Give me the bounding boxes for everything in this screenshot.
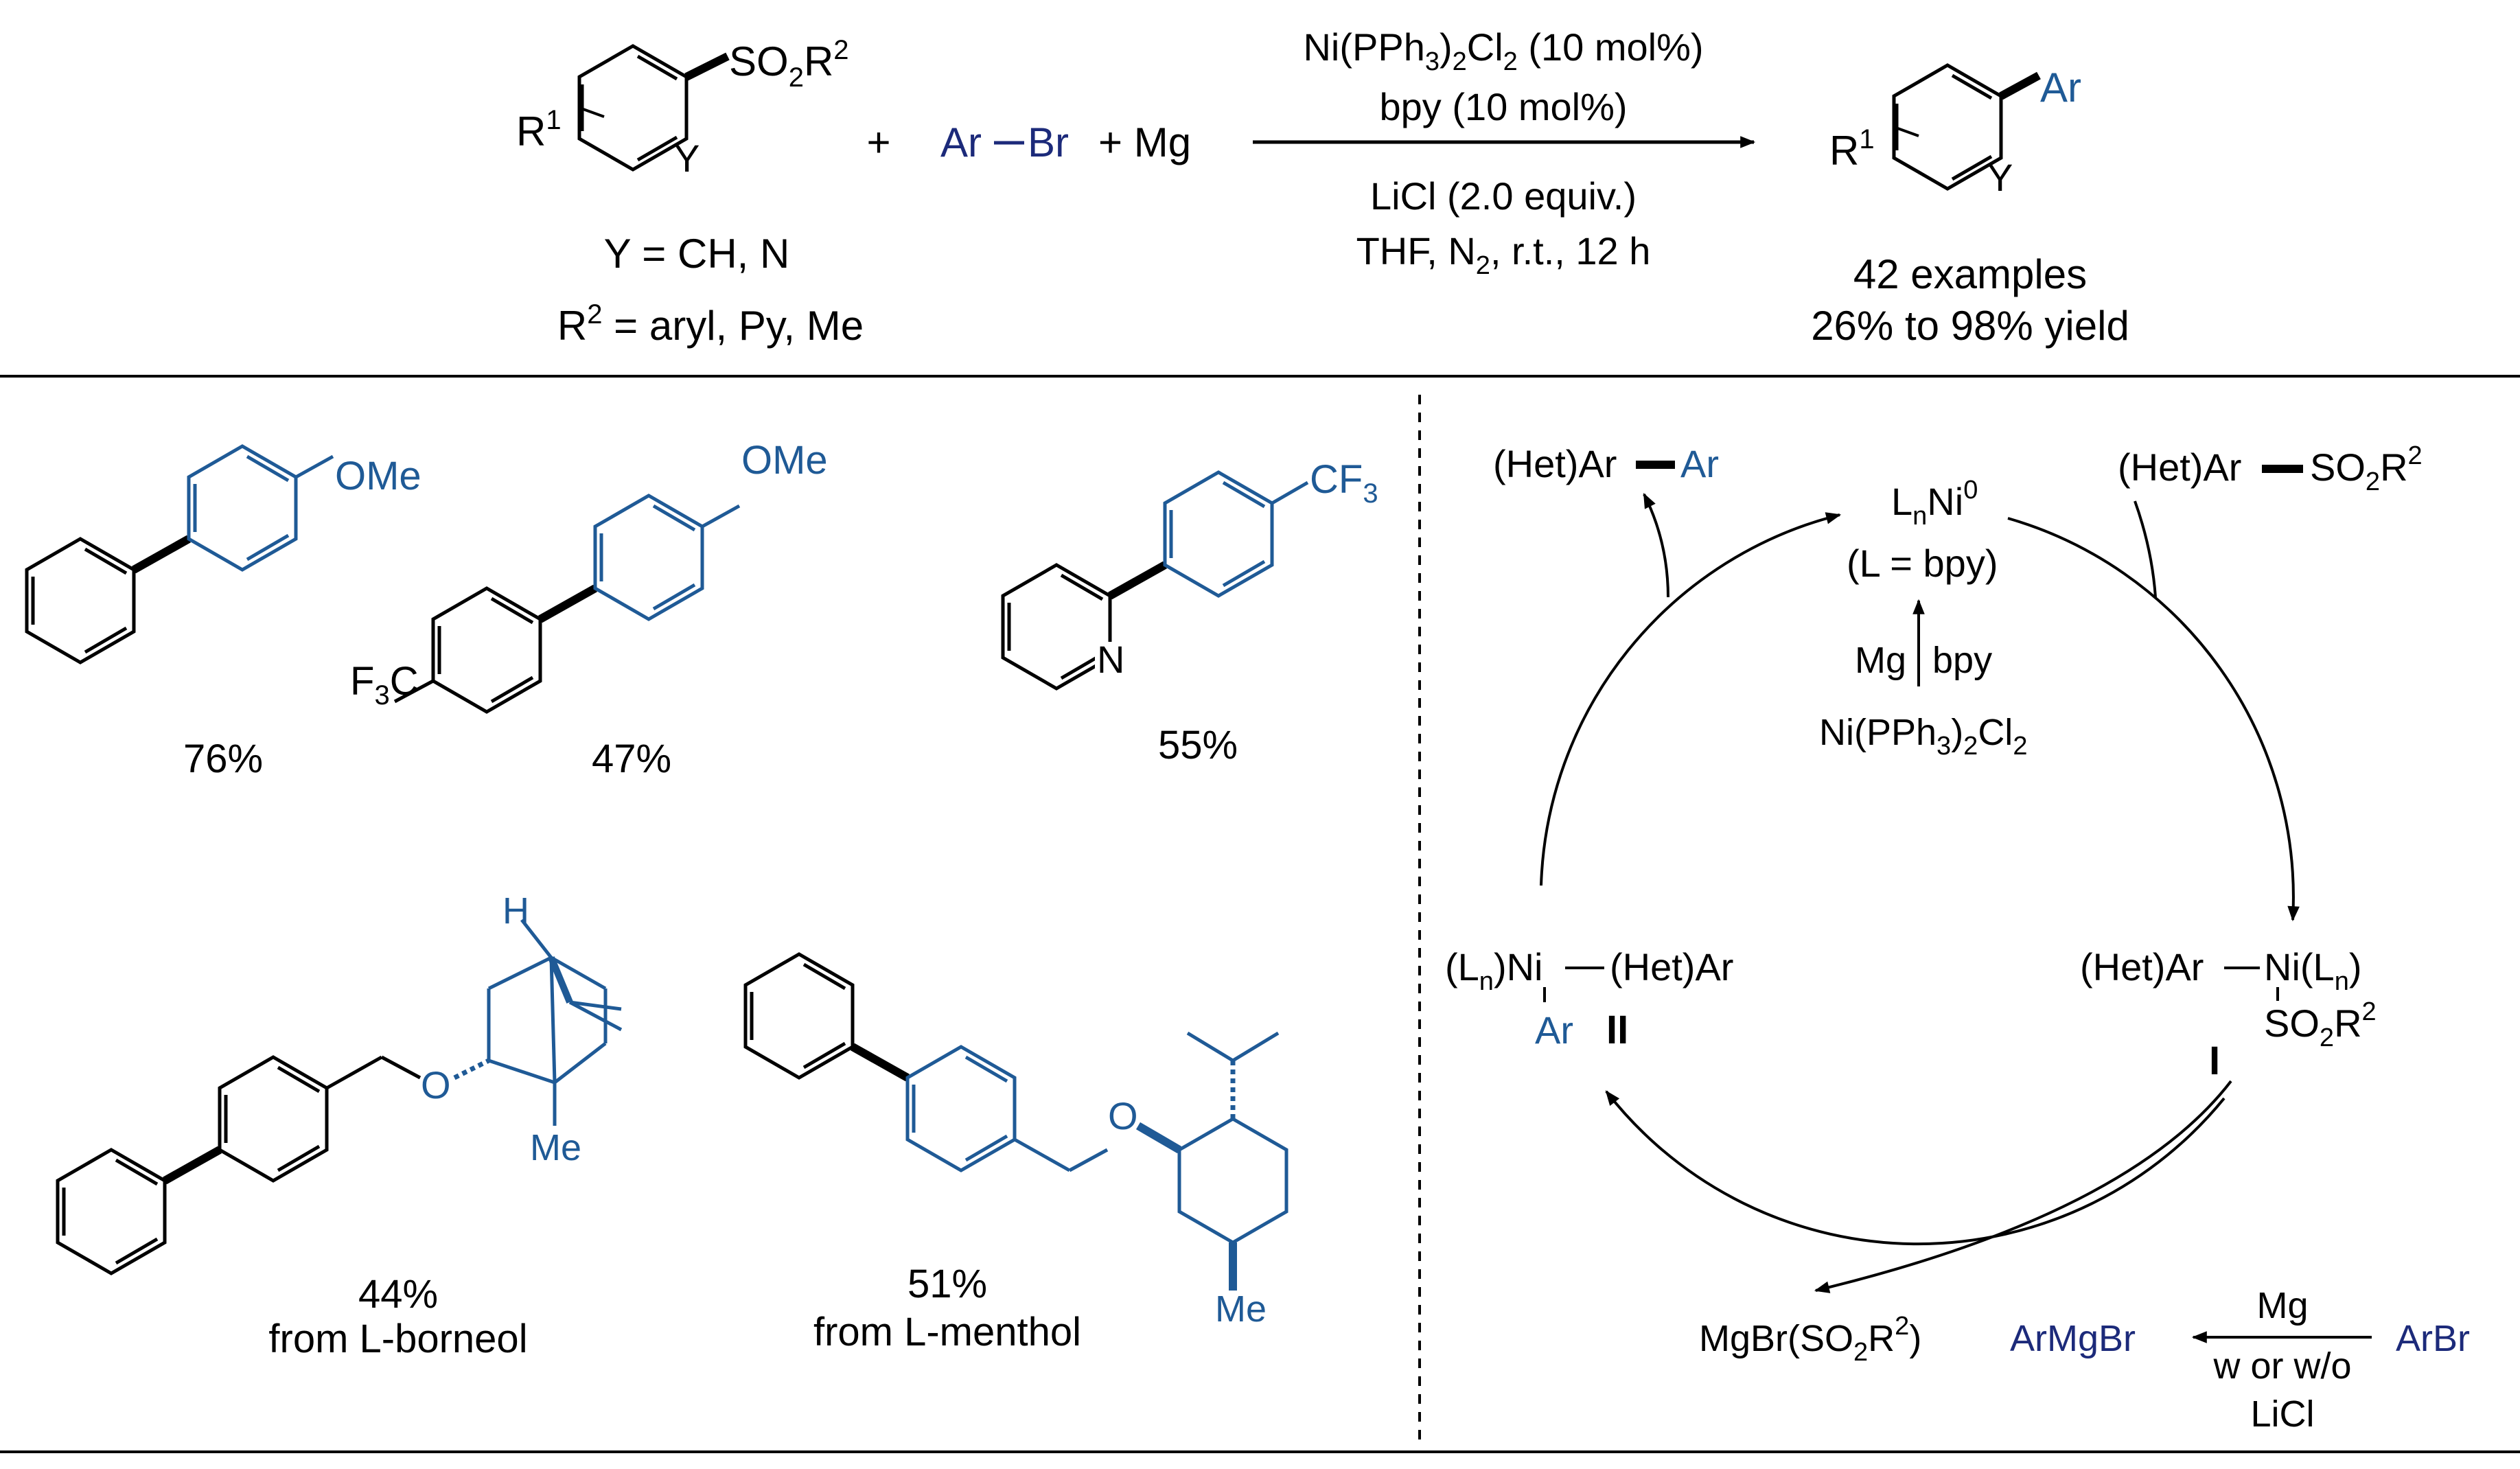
condition-ligand: bpy (10 mol%) bbox=[1379, 85, 1627, 128]
plus-sign: + bbox=[866, 119, 890, 165]
cycle-product-ar: Ar bbox=[1680, 442, 1719, 485]
example-1-yield: 76% bbox=[183, 737, 263, 781]
precatalyst-nicl2: Ni(PPh3)2Cl2 bbox=[1819, 712, 2027, 761]
reactant-r2-definition: R2 = aryl, Py, Me bbox=[557, 299, 864, 349]
yield-range: 26% to 98% yield bbox=[1811, 303, 2129, 349]
example-1-structure bbox=[25, 444, 334, 664]
cycle-substrate-hetar: (Het)Ar bbox=[2118, 446, 2241, 489]
example-3-n: N bbox=[1097, 638, 1124, 681]
example-3-structure bbox=[1001, 470, 1309, 691]
int2-hetar: (Het)Ar bbox=[1610, 945, 1733, 988]
arc-reductive-elimination bbox=[1540, 512, 1842, 886]
example-5-me: Me bbox=[1215, 1288, 1267, 1330]
condition-catalyst: Ni(PPh3)2Cl2 (10 mol%) bbox=[1303, 25, 1703, 76]
arc-transmetalation bbox=[1605, 1090, 2226, 1246]
catalyst-ligand: (L = bpy) bbox=[1847, 542, 1998, 585]
reactant-y-definition: Y = CH, N bbox=[604, 231, 790, 277]
int2-ar: Ar bbox=[1535, 1008, 1573, 1052]
arc-oxidative-addition bbox=[2007, 517, 2300, 922]
reactant-aryl-sulfone bbox=[577, 44, 730, 172]
grignard-reagent: ArMgBr bbox=[2010, 1318, 2136, 1359]
condition-solvent: THF, N2, r.t., 12 h bbox=[1356, 229, 1651, 280]
int1-hetar: (Het)Ar bbox=[2080, 945, 2204, 988]
int1-so2r2: SO2R2 bbox=[2264, 997, 2377, 1052]
example-5-yield: 51% bbox=[908, 1262, 987, 1306]
example-2-ome: OMe bbox=[741, 438, 828, 483]
example-2-cf3: F3C bbox=[350, 659, 419, 710]
examples-count: 42 examples bbox=[1853, 251, 2087, 297]
arbr-reagent: ArBr bbox=[2396, 1318, 2470, 1359]
example-5-o: O bbox=[1108, 1094, 1138, 1137]
example-5-origin: from L-menthol bbox=[813, 1310, 1081, 1354]
substrate-scope: OMe 76% OMe F3C 47% N CF3 55% bbox=[25, 438, 1378, 1361]
example-4-o: O bbox=[421, 1063, 451, 1107]
product-r1: R1 bbox=[1829, 124, 1875, 174]
int1-label: I bbox=[2209, 1039, 2220, 1083]
top-reaction: R1 SO2R2 Y Y = CH, N R2 = aryl, Py, Me +… bbox=[516, 25, 2129, 349]
precatalyst-bpy: bpy bbox=[1932, 640, 1992, 681]
condition-additive: LiCl (2.0 equiv.) bbox=[1370, 174, 1637, 218]
arbr-ar: Ar bbox=[940, 119, 982, 165]
grignard-cond-mg: Mg bbox=[2256, 1285, 2308, 1326]
example-4-h: H bbox=[502, 890, 529, 932]
example-4-structure bbox=[56, 918, 623, 1275]
product-ar: Ar bbox=[2040, 65, 2081, 111]
example-4-yield: 44% bbox=[358, 1272, 438, 1317]
catalytic-cycle: (Het)Ar Ar LnNi0 (L = bpy) Mg bpy Ni(PPh… bbox=[1445, 441, 2470, 1435]
example-2-yield: 47% bbox=[592, 737, 671, 781]
arrow-substrate-entry bbox=[2134, 500, 2157, 598]
int2-label: II bbox=[1606, 1008, 1628, 1052]
byproduct: MgBr(SO2R2) bbox=[1699, 1312, 1921, 1367]
example-2-structure bbox=[393, 494, 741, 714]
example-3-n-mask bbox=[1095, 642, 1125, 676]
plus-mg: + Mg bbox=[1098, 119, 1191, 165]
catalyst-lnni0: LnNi0 bbox=[1891, 476, 1978, 531]
arbr-br: Br bbox=[1028, 119, 1069, 165]
reactant-so2r2: SO2R2 bbox=[729, 35, 849, 93]
product-biaryl bbox=[1892, 63, 2041, 191]
product-ring-y: Y bbox=[1987, 156, 2013, 199]
cycle-product-hetar: (Het)Ar bbox=[1493, 442, 1617, 485]
example-1-ome: OMe bbox=[335, 454, 421, 498]
example-3-yield: 55% bbox=[1158, 723, 1238, 767]
example-3-cf3: CF3 bbox=[1310, 457, 1378, 509]
precatalyst-mg: Mg bbox=[1855, 640, 1906, 681]
arrow-product-release bbox=[1643, 493, 1669, 598]
grignard-cond-licl: LiCl bbox=[2250, 1393, 2314, 1435]
int1-ni: Ni(Ln) bbox=[2264, 945, 2361, 996]
arrow-byproduct-release bbox=[1814, 1080, 2232, 1293]
reactant-ring-y: Y bbox=[674, 137, 700, 180]
grignard-cond-licl-opt: w or w/o bbox=[2212, 1345, 2351, 1387]
cycle-substrate-so2r2: SO2R2 bbox=[2310, 441, 2423, 496]
example-5-structure bbox=[743, 952, 1288, 1291]
example-4-origin: from L-borneol bbox=[268, 1317, 527, 1361]
int2-lnni: (Ln)Ni bbox=[1445, 945, 1542, 996]
reactant-r1: R1 bbox=[516, 105, 562, 154]
example-4-me: Me bbox=[530, 1127, 581, 1168]
